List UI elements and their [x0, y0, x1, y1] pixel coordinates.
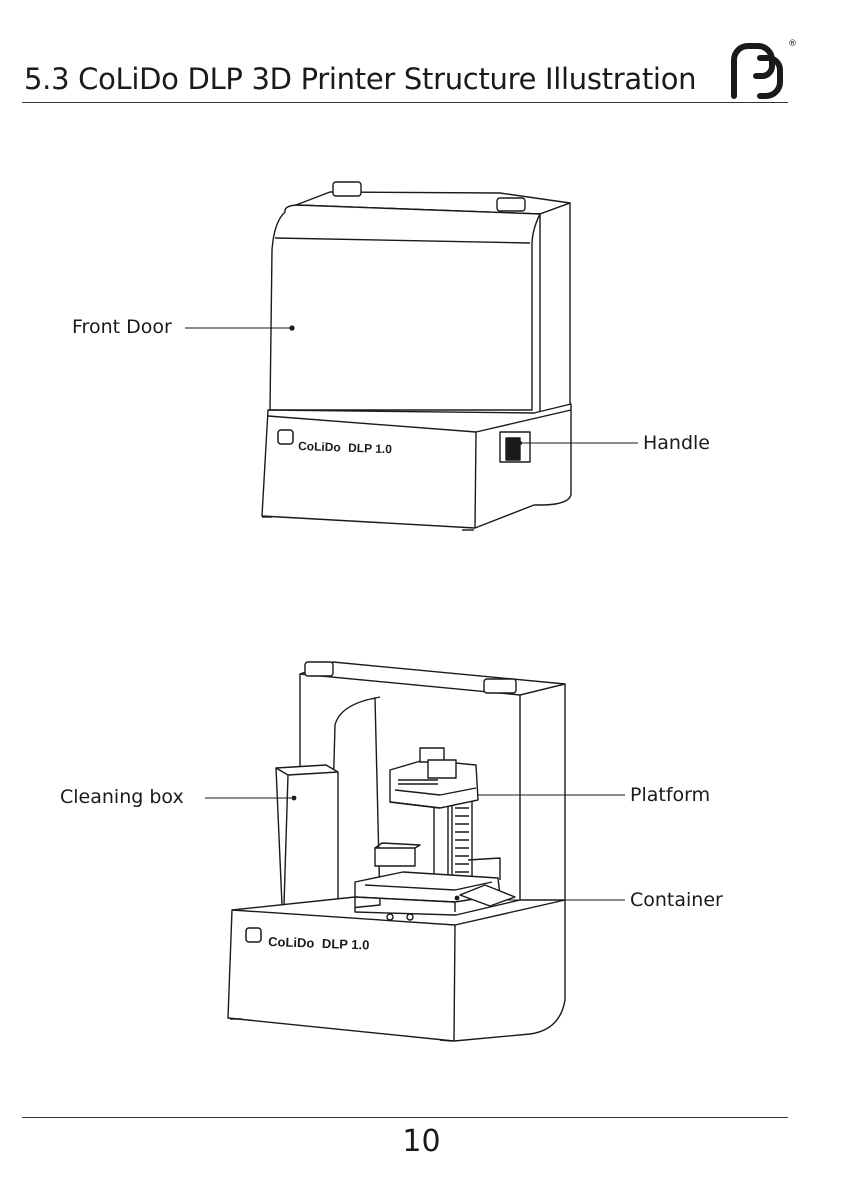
- callout-cleaning-box: Cleaning box: [60, 786, 184, 808]
- callout-platform: Platform: [630, 784, 710, 806]
- callout-container: Container: [630, 889, 723, 911]
- page-number: 10: [0, 1124, 843, 1159]
- brand-label: CoLiDo: [268, 934, 315, 951]
- footer-divider: [22, 1117, 788, 1118]
- model-label: DLP 1.0: [322, 936, 370, 953]
